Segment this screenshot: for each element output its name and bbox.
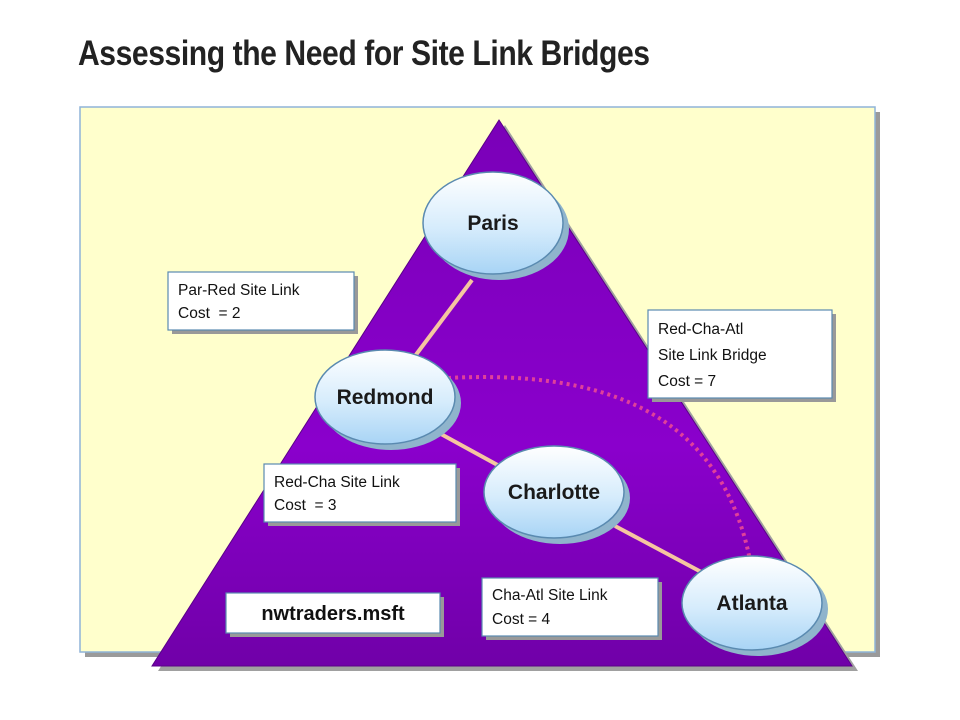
site-label-paris: Paris bbox=[467, 212, 518, 235]
site-label-charlotte: Charlotte bbox=[508, 481, 600, 504]
domain-name: nwtraders.msft bbox=[261, 603, 405, 625]
site-label-redmond: Redmond bbox=[337, 386, 434, 409]
page-title: Assessing the Need for Site Link Bridges bbox=[78, 34, 650, 73]
callout-red-cha-line1: Red-Cha Site Link bbox=[274, 474, 400, 491]
callout-cha-atl-line2: Cost = 4 bbox=[492, 611, 551, 628]
callout-bridge: Red-Cha-Atl Site Link Bridge Cost = 7 bbox=[647, 309, 836, 402]
site-label-atlanta: Atlanta bbox=[716, 592, 787, 615]
callout-bridge-line1: Red-Cha-Atl bbox=[658, 321, 743, 338]
site-node-redmond[interactable]: Redmond bbox=[314, 349, 461, 450]
site-node-charlotte[interactable]: Charlotte bbox=[483, 445, 630, 544]
callout-red-cha-line2: Cost = 3 bbox=[274, 497, 336, 514]
site-node-paris[interactable]: Paris bbox=[422, 171, 569, 280]
domain-label-box: nwtraders.msft bbox=[225, 592, 444, 637]
link-paris-redmond bbox=[410, 278, 474, 362]
callout-bridge-line3: Cost = 7 bbox=[658, 373, 716, 390]
callout-par-red-line2: Cost = 2 bbox=[178, 305, 240, 322]
site-node-atlanta[interactable]: Atlanta bbox=[681, 555, 828, 656]
link-charlotte-atlanta bbox=[614, 524, 706, 576]
callout-bridge-line2: Site Link Bridge bbox=[658, 347, 767, 364]
callout-cha-atl-line1: Cha-Atl Site Link bbox=[492, 587, 608, 604]
callout-red-cha: Red-Cha Site Link Cost = 3 bbox=[263, 463, 460, 526]
callout-par-red-line1: Par-Red Site Link bbox=[178, 282, 300, 299]
callout-cha-atl: Cha-Atl Site Link Cost = 4 bbox=[481, 577, 662, 640]
callout-par-red: Par-Red Site Link Cost = 2 bbox=[167, 271, 358, 334]
